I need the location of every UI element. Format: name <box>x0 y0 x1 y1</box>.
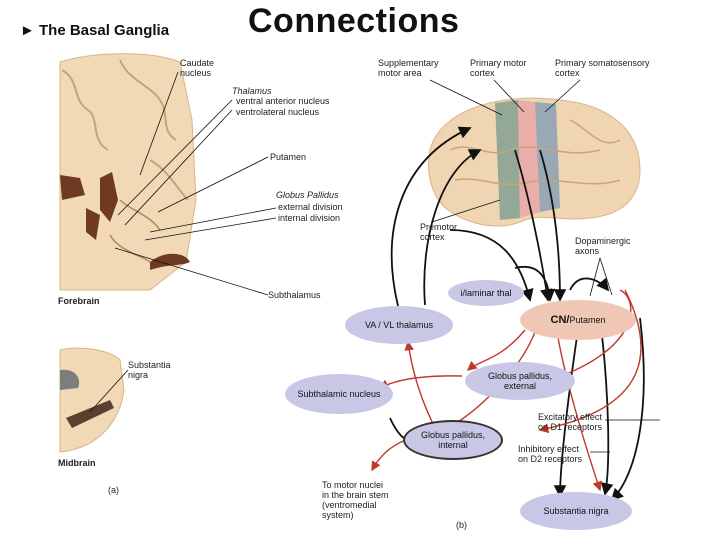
thalamus-label: Thalamus <box>232 86 272 96</box>
internal-division-label: internal division <box>278 213 341 223</box>
lateral-brain-illustration <box>428 97 641 227</box>
panel-a-letter: (a) <box>108 485 119 495</box>
midbrain-label: Midbrain <box>58 458 96 468</box>
globus-pallidus-label: Globus Pallidus <box>276 190 339 200</box>
motor-nuclei-label: To motor nuclei in the brain stem (ventr… <box>322 480 389 520</box>
substantia-nigra-node: Substantia nigra <box>520 492 632 530</box>
ventral-anterior-label: ventral anterior nucleus <box>236 96 330 106</box>
subthalamus-label: Subthalamus <box>268 290 321 300</box>
caudate-putamen-node: CN/ Putamen <box>520 300 636 340</box>
gp-internal-node: Globus pallidus,internal <box>403 420 503 460</box>
external-division-label: external division <box>278 202 343 212</box>
slide-title: Connections <box>248 2 460 40</box>
intralaminar-thalamus-node: i/laminar thal <box>448 280 524 306</box>
ventrolateral-label: ventrolateral nucleus <box>236 107 320 117</box>
midbrain-section-illustration <box>59 347 129 453</box>
va-vl-thalamus-node: VA / VL thalamus <box>345 306 453 344</box>
panel-b-letter: (b) <box>456 520 467 530</box>
forebrain-label: Forebrain <box>58 296 100 306</box>
putamen-label: Putamen <box>270 152 307 162</box>
gp-external-node: Globus pallidus,external <box>465 362 575 400</box>
legend-leader-lines <box>590 419 660 453</box>
forebrain-section-illustration <box>59 53 197 291</box>
section-label: ► The Basal Ganglia <box>20 22 170 39</box>
forebrain-leader-lines <box>114 71 277 296</box>
cortex-leader-lines <box>429 79 613 297</box>
subthalamic-nucleus-node: Subthalamic nucleus <box>285 374 393 414</box>
